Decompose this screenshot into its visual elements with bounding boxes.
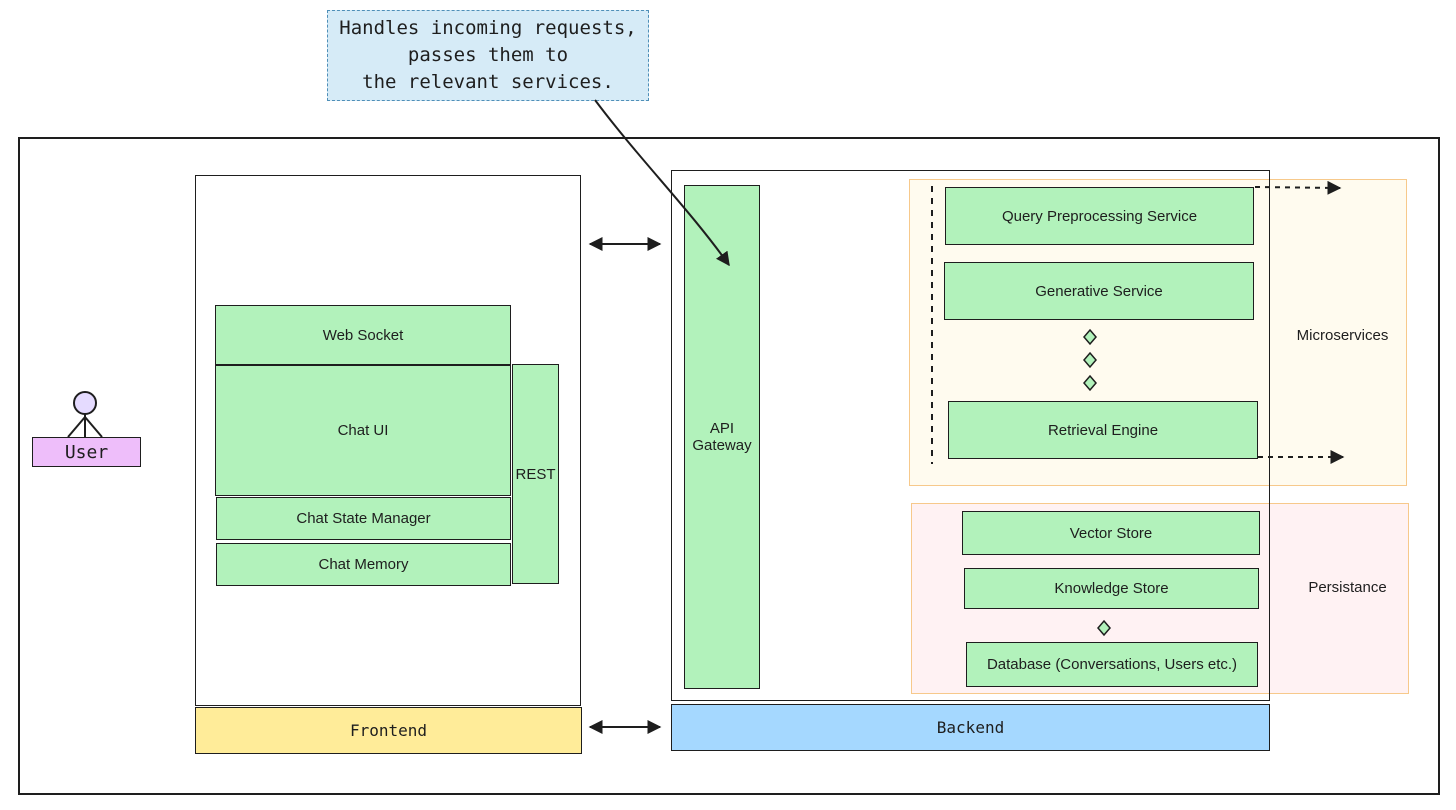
backend-label-bar: Backend <box>671 704 1270 751</box>
chat-memory-component[interactable]: Chat Memory <box>216 543 511 586</box>
rest-component[interactable]: REST <box>512 364 559 584</box>
retrieval-engine[interactable]: Retrieval Engine <box>948 401 1258 459</box>
persistence-label: Persistance <box>1308 578 1387 596</box>
web-socket-component[interactable]: Web Socket <box>215 305 511 365</box>
vector-store[interactable]: Vector Store <box>962 511 1260 555</box>
frontend-label-bar: Frontend <box>195 707 582 754</box>
knowledge-store[interactable]: Knowledge Store <box>964 568 1259 609</box>
user-label: User <box>32 437 141 467</box>
chat-ui-component[interactable]: Chat UI <box>215 365 511 496</box>
chat-state-manager-component[interactable]: Chat State Manager <box>216 497 511 540</box>
backend-container <box>671 170 1270 701</box>
database[interactable]: Database (Conversations, Users etc.) <box>966 642 1258 687</box>
gateway-annotation-note: Handles incoming requests, passes them t… <box>327 10 649 101</box>
frontend-container <box>195 175 581 706</box>
api-gateway-component[interactable]: API Gateway <box>684 185 760 689</box>
microservices-label: Microservices <box>1296 326 1389 344</box>
query-preprocessing-service[interactable]: Query Preprocessing Service <box>945 187 1254 245</box>
generative-service[interactable]: Generative Service <box>944 262 1254 320</box>
